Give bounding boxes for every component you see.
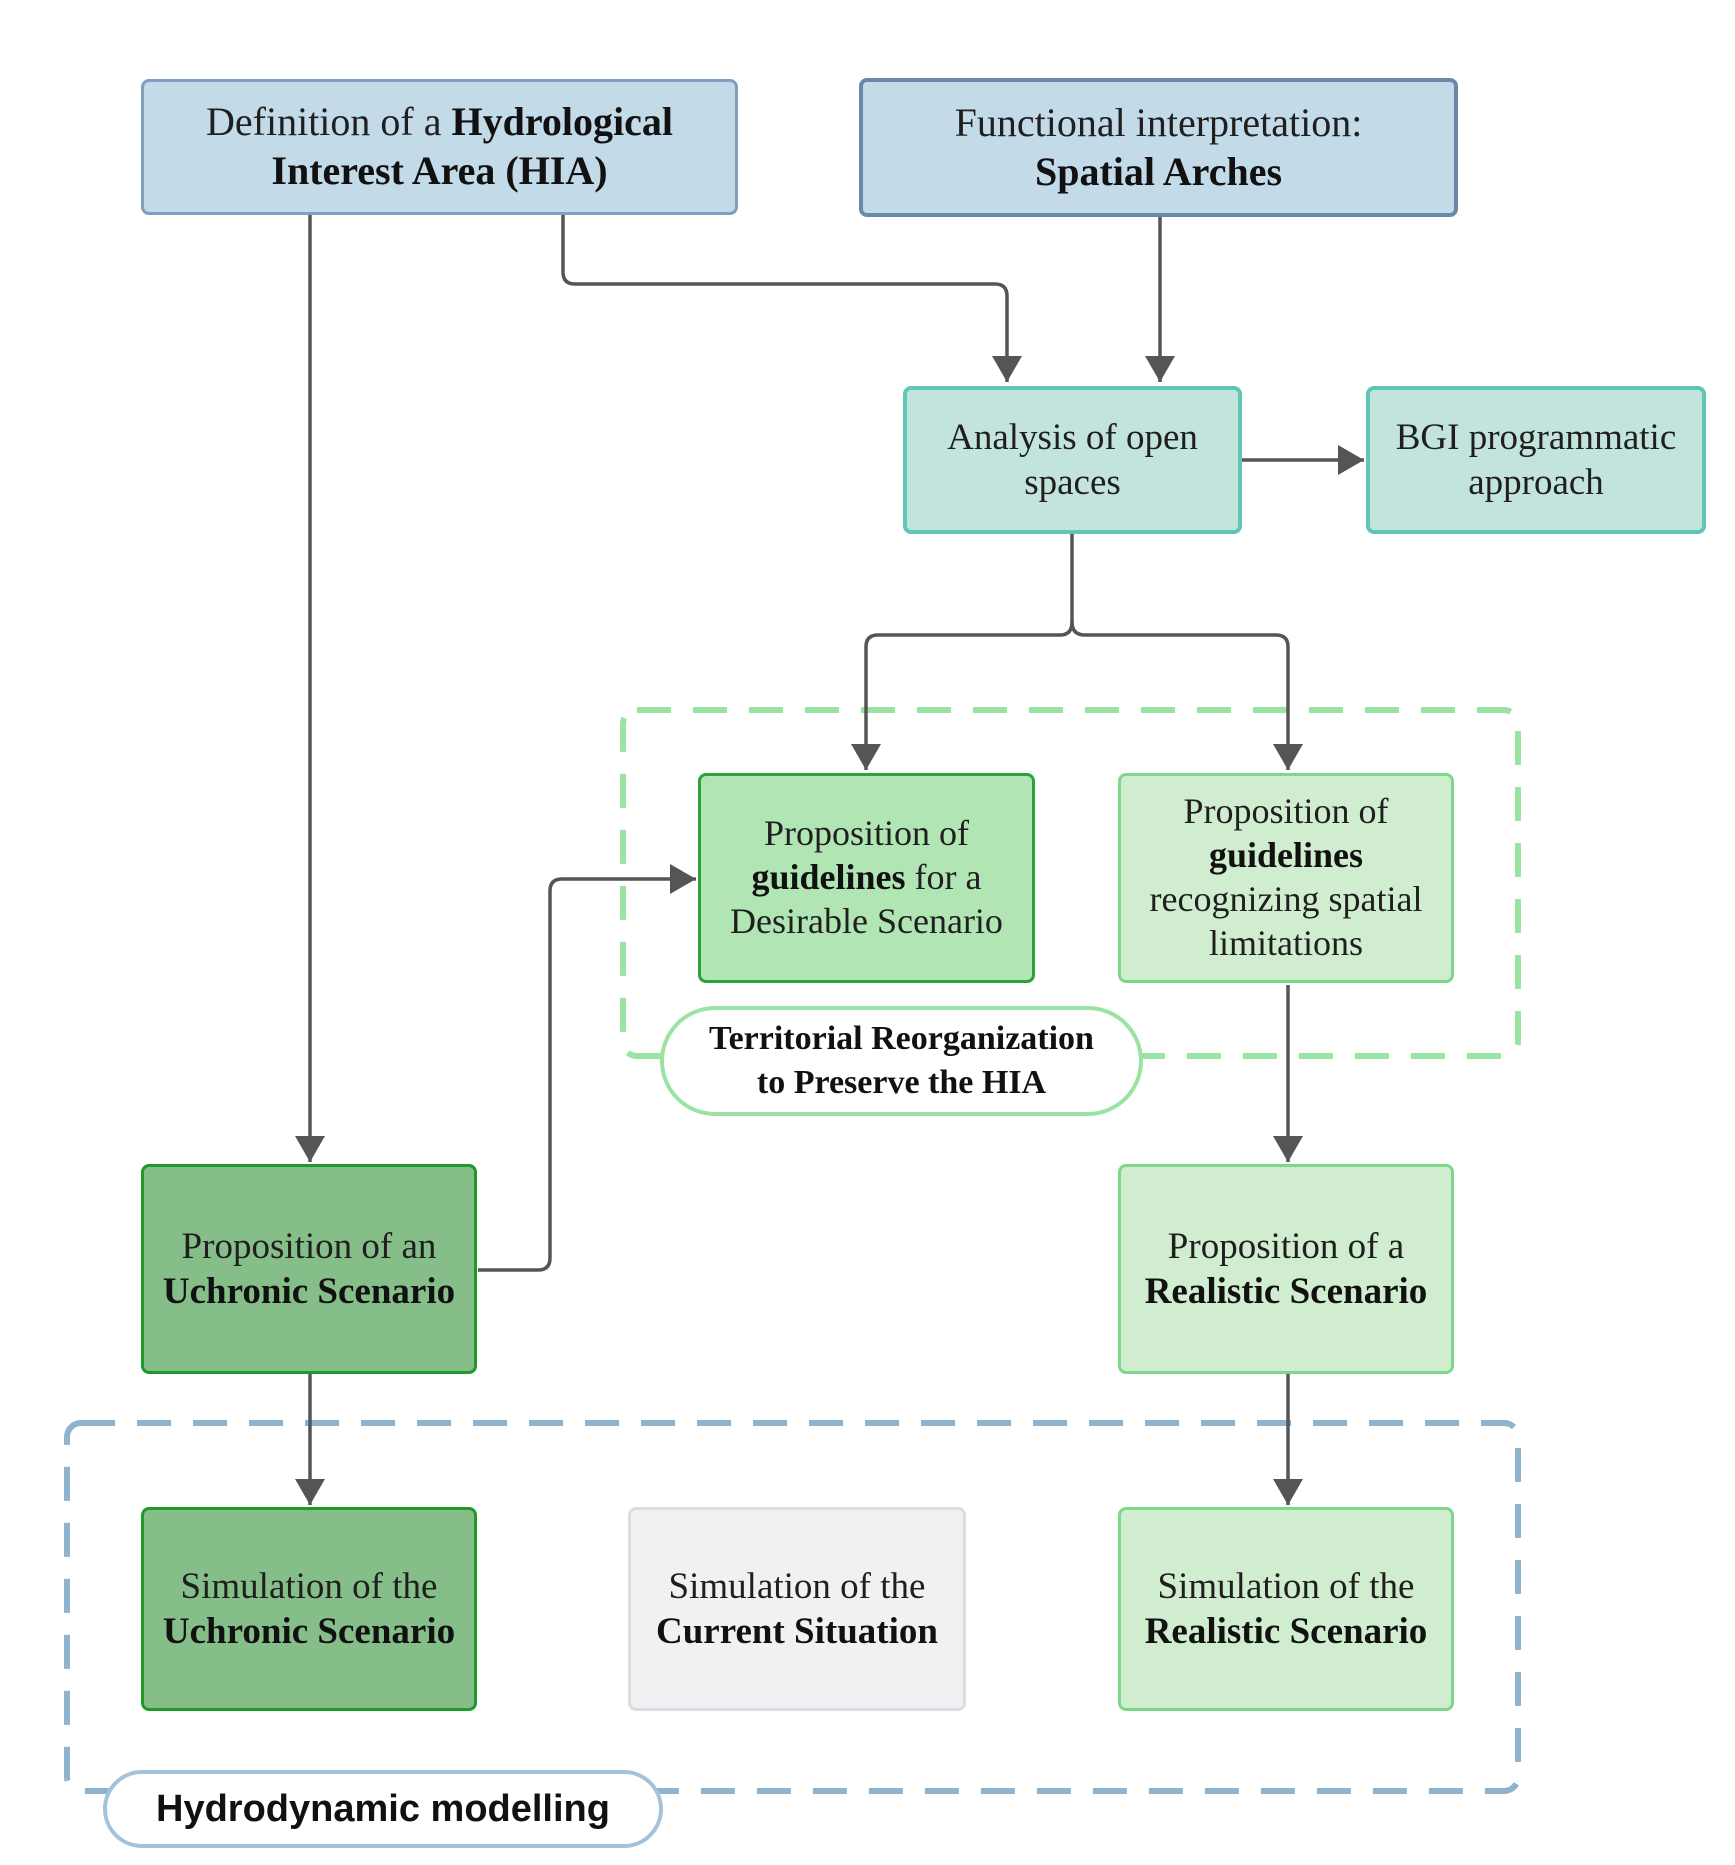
- analysis-open-spaces-box: Analysis of open spaces: [903, 386, 1242, 534]
- hia-line1: Definition of a Hydrological: [206, 98, 673, 147]
- bgi-line2: approach: [1468, 462, 1604, 503]
- sim-uchronic-line1: Simulation of the: [180, 1565, 438, 1607]
- hydrodynamic-group-label: Hydrodynamic modelling: [103, 1770, 663, 1848]
- desirable-line3: Desirable Scenario: [730, 900, 1003, 941]
- desirable-guidelines-box: Proposition of guidelines for a Desirabl…: [698, 773, 1035, 983]
- hia-line1-bold: Hydrological: [451, 99, 673, 145]
- sim-current-line2-bold: Current Situation: [656, 1611, 938, 1652]
- desirable-line2: guidelines for a: [751, 856, 981, 900]
- uchronic-line2-bold: Uchronic Scenario: [162, 1271, 456, 1312]
- arrow-analysis-to-desirable: [851, 533, 1074, 770]
- desirable-line2-bold: guidelines: [751, 857, 906, 898]
- analysis-line2: spaces: [1024, 462, 1121, 503]
- limitations-line4: limitations: [1208, 922, 1363, 963]
- arrow-analysis-to-limitations: [1070, 621, 1303, 770]
- arches-line2-bold: Spatial Arches: [1034, 148, 1283, 194]
- analysis-line1: Analysis of open: [947, 416, 1198, 458]
- arrow-uchronic-to-desirable: [478, 864, 696, 1272]
- hydrodynamic-label: Hydrodynamic modelling: [156, 1787, 610, 1830]
- uchronic-scenario-box: Proposition of an Uchronic Scenario: [141, 1164, 477, 1374]
- spatial-arches-box: Functional interpretation: Spatial Arche…: [859, 78, 1458, 217]
- limitations-line1: Proposition of: [1183, 791, 1389, 832]
- bgi-approach-box: BGI programmatic approach: [1366, 386, 1706, 534]
- simulation-uchronic-box: Simulation of the Uchronic Scenario: [141, 1507, 477, 1711]
- arrow-hia-to-analysis: [561, 214, 1022, 382]
- desirable-line1: Proposition of: [763, 813, 969, 854]
- arches-line1: Functional interpretation:: [954, 99, 1363, 145]
- realistic-line2-bold: Realistic Scenario: [1144, 1271, 1428, 1312]
- hia-definition-box: Definition of a Hydrological Interest Ar…: [141, 79, 738, 215]
- territorial-line1: Territorial Reorganization: [709, 1019, 1094, 1057]
- territorial-group-label: Territorial Reorganization to Preserve t…: [660, 1006, 1143, 1116]
- sim-current-line1: Simulation of the: [668, 1565, 926, 1607]
- uchronic-line1: Proposition of an: [181, 1225, 437, 1267]
- sim-realistic-line1: Simulation of the: [1157, 1565, 1415, 1607]
- realistic-scenario-box: Proposition of a Realistic Scenario: [1118, 1164, 1454, 1374]
- simulation-realistic-box: Simulation of the Realistic Scenario: [1118, 1507, 1454, 1711]
- sim-realistic-line2-bold: Realistic Scenario: [1144, 1611, 1428, 1652]
- sim-uchronic-line2-bold: Uchronic Scenario: [162, 1611, 456, 1652]
- hia-line1-prefix: Definition of a: [206, 99, 452, 145]
- limitations-guidelines-box: Proposition of guidelines recognizing sp…: [1118, 773, 1454, 983]
- hia-line2-bold: Interest Area (HIA): [271, 148, 608, 193]
- simulation-current-box: Simulation of the Current Situation: [628, 1507, 966, 1711]
- realistic-line1: Proposition of a: [1167, 1225, 1405, 1267]
- territorial-line2: to Preserve the HIA: [756, 1064, 1047, 1101]
- hydrodynamic-group-frame: [64, 1420, 1521, 1794]
- desirable-line2-rest: for a: [905, 857, 982, 898]
- limitations-line2-bold: guidelines: [1208, 835, 1364, 876]
- limitations-line3: recognizing spatial: [1149, 879, 1423, 919]
- bgi-line1: BGI programmatic: [1395, 416, 1677, 458]
